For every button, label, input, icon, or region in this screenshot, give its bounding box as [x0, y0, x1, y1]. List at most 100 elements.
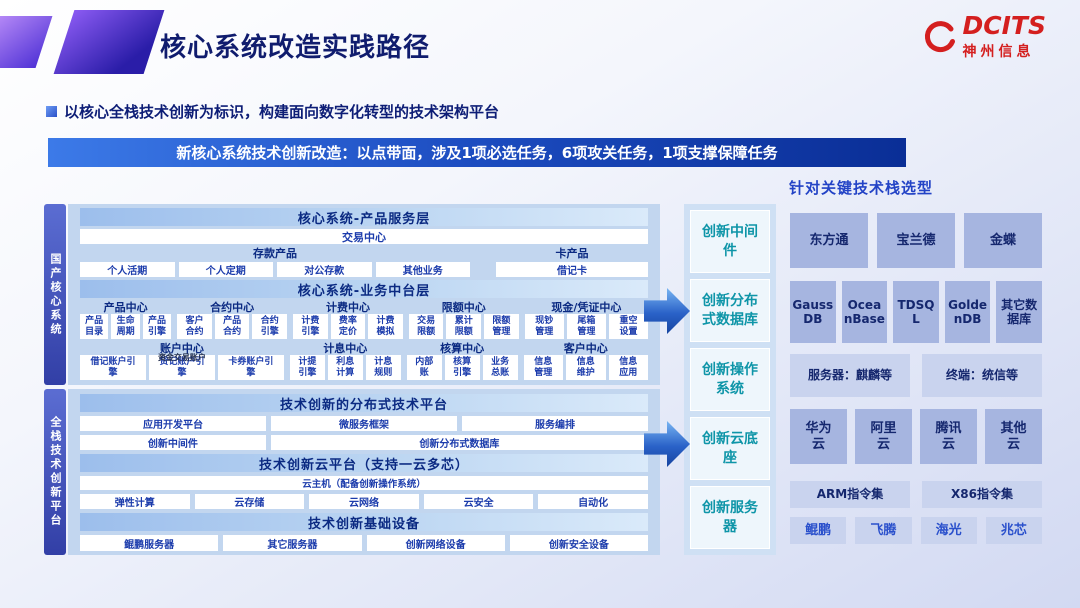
card-group-label: 卡产品	[555, 247, 589, 260]
center-items: 借记账户引擎 贷记账户引擎 卡券账户引擎	[80, 355, 284, 380]
center-item: 计费引擎	[293, 314, 328, 339]
vendor-box: GaussDB	[790, 281, 836, 343]
deposit-item: 个人活期	[80, 262, 175, 277]
distributed-platform-title: 技术创新的分布式技术平台	[80, 394, 648, 413]
center-item: 限额管理	[484, 314, 519, 339]
center-title: 客户中心	[563, 342, 608, 355]
account-tag: 资金交易账户	[157, 353, 206, 362]
trade-center-box: 交易中心	[80, 229, 648, 244]
center-item: 尾箱管理	[566, 314, 606, 339]
business-centers-row-2: 账户中心 资金交易账户 借记账户引擎 贷记账户引擎 卡券账户引擎 计息中心 计提…	[80, 342, 648, 380]
center-items: 交易限额 累计限额 限额管理	[408, 314, 519, 339]
vendor-box: 宝兰德	[877, 213, 955, 268]
logo-brand: DCITS	[962, 11, 1046, 40]
logo-swoosh-icon	[924, 21, 955, 53]
infrastructure-items-row: 鲲鹏服务器 其它服务器 创新网络设备 创新安全设备	[80, 535, 648, 551]
subtitle: 以核心全栈技术创新为标识，构建面向数字化转型的技术架构平台	[64, 103, 500, 121]
center-title: 计费中心	[325, 301, 370, 314]
innovation-middleware: 创新中间件	[690, 210, 770, 273]
vendor-box: 终端：统信等	[922, 354, 1042, 397]
center-items: 产品目录 生命周期 产品引擎	[80, 314, 172, 339]
card-items-row: 借记卡	[496, 262, 648, 277]
center-item: 内部账	[406, 355, 442, 380]
square-bullet-icon	[46, 106, 57, 117]
center-title: 账户中心	[159, 342, 204, 355]
vendor-box: ARM指令集	[790, 481, 910, 508]
deposit-product-group: 存款产品 个人活期 个人定期 对公存款 其他业务	[80, 247, 470, 277]
center-item: 业务总账	[482, 355, 518, 380]
center-item: 计费模拟	[368, 314, 403, 339]
center-item: 合约引擎	[252, 314, 288, 339]
center-item: 产品目录	[80, 314, 109, 339]
rail-domestic-core-system: 国产核心系统	[44, 204, 66, 385]
innovation-platform-panel: 技术创新的分布式技术平台 应用开发平台 微服务框架 服务编排 创新中间件 创新分…	[68, 389, 660, 555]
deposit-item: 其他业务	[375, 262, 470, 277]
chip-vendors-row: 鲲鹏 飞腾 海光 兆芯	[790, 517, 1042, 544]
vendor-box: 海光	[920, 517, 977, 544]
rail-fullstack-innovation-platform: 全栈技术创新平台	[44, 389, 66, 555]
center-accounting: 核算中心 内部账 核算引擎 业务总账	[406, 342, 518, 380]
infrastructure-item: 创新安全设备	[509, 535, 648, 551]
center-item: 借记账户引擎	[80, 355, 146, 380]
title-decoration-small	[0, 16, 53, 68]
center-item: 计息规则	[365, 355, 401, 380]
cloud-item: 自动化	[538, 494, 648, 509]
center-item: 计提引擎	[289, 355, 325, 380]
vendor-box: TDSQL	[893, 281, 939, 343]
deposit-item: 个人定期	[178, 262, 273, 277]
innovation-distributed-db: 创新分布式数据库	[690, 279, 770, 342]
center-item: 利息计算	[327, 355, 363, 380]
subtitle-row: 以核心全栈技术创新为标识，构建面向数字化转型的技术架构平台	[46, 101, 499, 122]
platform-item: 微服务框架	[271, 416, 457, 431]
innovation-os: 创新操作系统	[690, 348, 770, 411]
innovation-server: 创新服务器	[690, 486, 770, 549]
center-limit: 限额中心 交易限额 累计限额 限额管理	[408, 301, 519, 339]
instruction-set-row: ARM指令集 X86指令集	[790, 481, 1042, 508]
database-vendors-row: GaussDB OceanBase TDSQL GoldenDB 其它数据库	[790, 281, 1042, 343]
vendor-box: 华为云	[790, 409, 847, 464]
center-items: 客户合约 产品合约 合约引擎	[177, 314, 288, 339]
center-title: 合约中心	[210, 301, 255, 314]
vendor-box: 腾讯云	[920, 409, 977, 464]
cloud-item: 弹性计算	[80, 494, 190, 509]
center-item: 信息管理	[523, 355, 564, 380]
center-items: 信息管理 信息维护 信息应用	[523, 355, 648, 380]
center-items: 现钞管理 尾箱管理 重空设置	[524, 314, 649, 339]
center-contract: 合约中心 客户合约 产品合约 合约引擎	[177, 301, 288, 339]
center-title: 计息中心	[323, 342, 368, 355]
infrastructure-item: 创新网络设备	[366, 535, 505, 551]
center-item: 产品合约	[214, 314, 250, 339]
vendor-box: 东方通	[790, 213, 868, 268]
center-item: 卡券账户引擎	[217, 355, 284, 380]
cloud-item: 云安全	[423, 494, 534, 509]
center-item: 费率定价	[330, 314, 366, 339]
vendor-box: 阿里云	[855, 409, 912, 464]
infrastructure-item: 其它服务器	[223, 535, 362, 551]
deposit-items-row: 个人活期 个人定期 对公存款 其他业务	[80, 262, 470, 277]
cloud-host-box: 云主机（配备创新操作系统）	[80, 476, 648, 490]
deposit-group-label: 存款产品	[253, 247, 297, 260]
logo-company: 神州信息	[962, 44, 1035, 60]
center-items: 计费引擎 费率定价 计费模拟	[293, 314, 403, 339]
center-item: 贷记账户引擎	[148, 355, 215, 380]
center-cash-voucher: 现金/凭证中心 现钞管理 尾箱管理 重空设置	[524, 301, 649, 339]
cloud-platform-title: 技术创新云平台（支持一云多芯）	[80, 454, 648, 473]
page-title: 核心系统改造实践路径	[160, 33, 431, 63]
center-item: 现钞管理	[524, 314, 564, 339]
vendor-box: 其它数据库	[996, 281, 1042, 343]
center-item: 产品引擎	[142, 314, 172, 339]
center-items: 计提引擎 利息计算 计息规则	[289, 355, 401, 380]
vendor-box: GoldenDB	[944, 281, 991, 343]
center-account: 账户中心 资金交易账户 借记账户引擎 贷记账户引擎 卡券账户引擎	[80, 342, 284, 380]
center-interest: 计息中心 计提引擎 利息计算 计息规则	[289, 342, 401, 380]
vendor-box: 其他云	[985, 409, 1042, 464]
core-system-panel: 核心系统-产品服务层 交易中心 存款产品 个人活期 个人定期 对公存款 其他业务…	[68, 204, 660, 385]
business-centers-row-1: 产品中心 产品目录 生命周期 产品引擎 合约中心 客户合约 产品合约 合约引擎 …	[80, 301, 649, 339]
innovation-cloud-base: 创新云底座	[690, 417, 770, 480]
center-item: 生命周期	[111, 314, 140, 339]
center-item: 交易限额	[408, 314, 444, 339]
center-title: 限额中心	[441, 301, 486, 314]
card-item: 借记卡	[496, 262, 648, 277]
cloud-item: 云存储	[194, 494, 305, 509]
vendor-box: OceanBase	[841, 281, 888, 343]
